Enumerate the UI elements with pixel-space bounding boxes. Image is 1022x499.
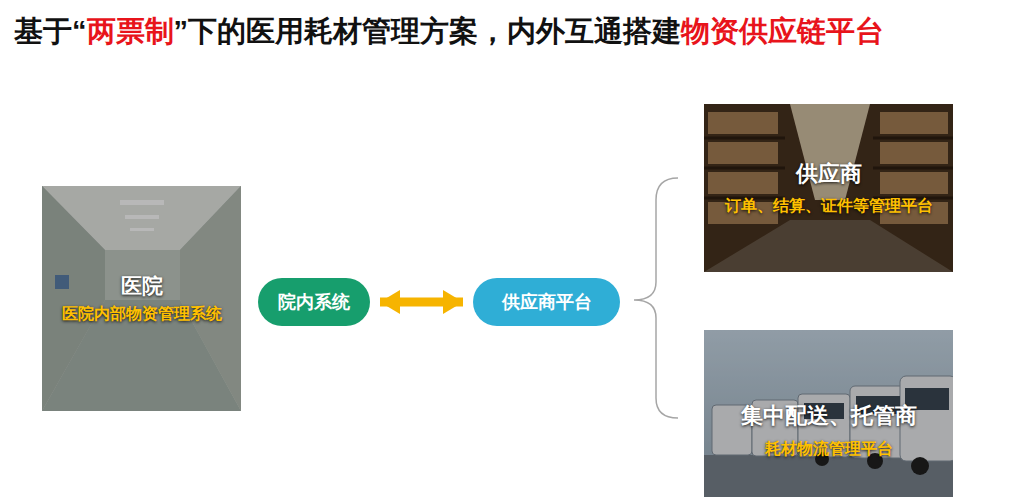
warehouse-picture (704, 104, 953, 272)
hospital-box: 医院医院内部物资管理系统 (42, 186, 241, 411)
title-part: 物资供应链平台 (681, 15, 884, 47)
trucks-picture (704, 330, 953, 497)
node-title: 供应商平台 (502, 291, 592, 314)
platform-pill: 供应商平台 (473, 278, 620, 326)
node-title: 医院 (121, 273, 163, 299)
supplier-box: 供应商订单、结算、证件等管理平台 (704, 104, 953, 272)
logistics-box: 集中配送、托管商耗材物流管理平台 (704, 330, 953, 497)
diagram-title: 基于“两票制”下的医用耗材管理方案，内外互通搭建物资供应链平台 (14, 14, 884, 49)
system-pill: 院内系统 (258, 278, 370, 326)
title-part: 两票制 (87, 15, 174, 47)
hospital-picture (42, 186, 241, 411)
node-subtitle: 订单、结算、证件等管理平台 (725, 196, 933, 216)
title-part: 基于“ (14, 15, 87, 47)
title-part: ”下的医用耗材管理方案，内外互通搭建 (174, 15, 682, 47)
bracket (634, 178, 678, 418)
node-title: 集中配送、托管商 (741, 402, 917, 430)
double-arrow (380, 298, 463, 307)
node-title: 院内系统 (278, 291, 350, 314)
node-subtitle: 耗材物流管理平台 (765, 439, 893, 459)
node-title: 供应商 (796, 160, 862, 188)
node-subtitle: 医院内部物资管理系统 (62, 304, 222, 324)
